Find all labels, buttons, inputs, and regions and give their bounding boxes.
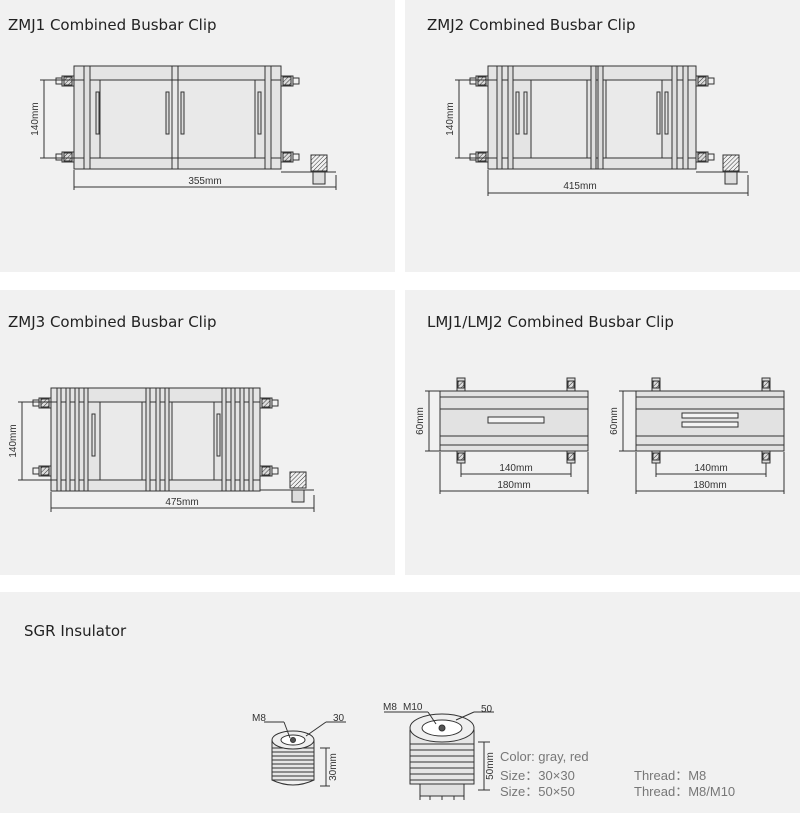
- lmj-right-stud-tl: [651, 377, 661, 392]
- zmj2-drawing: [455, 65, 749, 196]
- zmj1-height-label: 140mm: [30, 102, 41, 135]
- lmj-title: LMJ1/LMJ2 Combined Busbar Clip: [427, 313, 674, 331]
- lmj-left-stud-tl: [456, 377, 466, 392]
- sgr-panel: [0, 592, 800, 813]
- zmj1-bolt-tl: [55, 75, 75, 87]
- zmj1-base-nut: [281, 154, 336, 185]
- sgr-large-size-label: 50: [481, 704, 493, 715]
- sgr-thread-spec-2: Thread：M8/M10: [634, 784, 736, 799]
- lmj-left-height-label: 60mm: [415, 407, 426, 435]
- zmj1-title: ZMJ1 Combined Busbar Clip: [8, 16, 217, 34]
- zmj2-width-label: 415mm: [563, 181, 596, 192]
- sgr-small-thread-label: M8: [252, 713, 266, 724]
- zmj3-title: ZMJ3 Combined Busbar Clip: [8, 313, 217, 331]
- zmj2-title: ZMJ2 Combined Busbar Clip: [427, 16, 636, 34]
- zmj3-drawing: [18, 387, 315, 512]
- zmj3-bolt-bl: [32, 465, 52, 477]
- sgr-small-insulator: [264, 721, 346, 787]
- zmj2-bolt-tr: [695, 75, 715, 87]
- sgr-title: SGR Insulator: [24, 622, 127, 640]
- zmj3-bolt-br: [259, 465, 279, 477]
- zmj1-bolt-tr: [280, 75, 300, 87]
- sgr-thread-spec-1: Thread：M8: [634, 768, 707, 783]
- lmj-right-stud-bl: [651, 450, 661, 464]
- lmj-right-stud-br: [761, 450, 771, 464]
- sgr-small-height-label: 30mm: [328, 753, 339, 781]
- lmj-right-stud-tr: [761, 377, 771, 392]
- zmj3-bolt-tl: [32, 397, 52, 409]
- zmj2-bolt-br: [695, 151, 715, 163]
- sgr-size-spec-1: Size：30×30: [500, 768, 575, 783]
- sgr-large-height-label: 50mm: [485, 752, 496, 780]
- lmj-left-stud-bl: [456, 450, 466, 464]
- zmj2-base-nut: [696, 154, 748, 185]
- zmj1-bolt-bl: [55, 151, 75, 163]
- lmj-left-stud-br: [566, 450, 576, 464]
- zmj3-base-nut: [260, 471, 314, 503]
- lmj-left-stud-tr: [566, 377, 576, 392]
- sgr-large-insulator: [384, 711, 494, 800]
- lmj-right-outer-label: 180mm: [693, 480, 726, 491]
- sgr-small-size-label: 30: [333, 713, 345, 724]
- lmj-left-inner-label: 140mm: [499, 463, 532, 474]
- zmj1-bolt-br: [280, 151, 300, 163]
- lmj-left-drawing: [425, 377, 589, 494]
- zmj2-bolt-bl: [469, 151, 489, 163]
- lmj-left-outer-label: 180mm: [497, 480, 530, 491]
- lmj-right-height-label: 60mm: [609, 407, 620, 435]
- zmj1-width-label: 355mm: [188, 176, 221, 187]
- zmj1-drawing: [40, 65, 337, 190]
- zmj2-height-label: 140mm: [445, 102, 456, 135]
- sgr-color-spec: Color: gray, red: [500, 749, 589, 764]
- zmj3-width-label: 475mm: [165, 497, 198, 508]
- sgr-size-spec-2: Size：50×50: [500, 784, 575, 799]
- lmj-right-drawing: [619, 377, 785, 494]
- zmj3-height-label: 140mm: [8, 424, 19, 457]
- sgr-large-thread-label-1: M8: [383, 702, 397, 713]
- sgr-large-thread-label-2: M10: [403, 702, 423, 713]
- zmj3-bolt-tr: [259, 397, 279, 409]
- lmj-right-inner-label: 140mm: [694, 463, 727, 474]
- zmj2-bolt-tl: [469, 75, 489, 87]
